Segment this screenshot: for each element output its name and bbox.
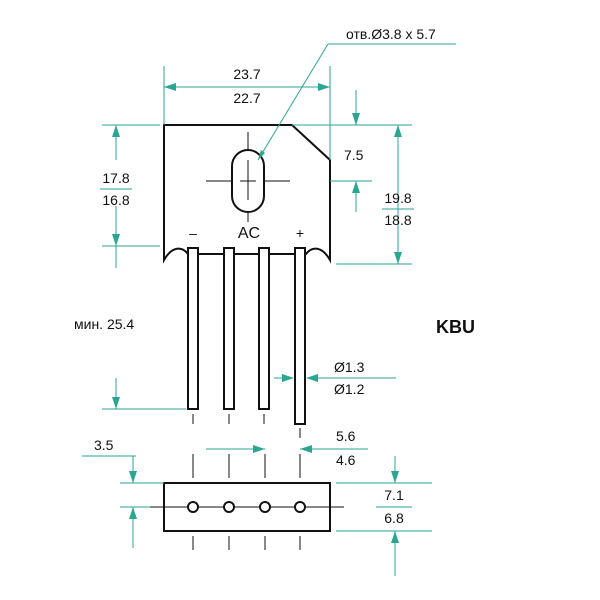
left-height-dimension: [102, 124, 160, 268]
pitch-min: 4.6: [336, 452, 356, 468]
depth-dimension: [336, 456, 432, 576]
lead-length-dimension: [102, 378, 186, 410]
width-dimension: [163, 66, 331, 160]
pitch-max: 5.6: [336, 428, 356, 444]
pin-minus-label: –: [189, 225, 197, 241]
package-name: KBU: [436, 317, 475, 337]
lead-diameter-min: Ø1.2: [334, 381, 365, 397]
bottom-pin-1: [187, 501, 199, 513]
pin-plus-label: +: [296, 225, 304, 241]
right-height-min: 18.8: [384, 212, 411, 228]
edge-offset-value: 3.5: [94, 437, 114, 453]
pitch-dimension: [206, 445, 368, 453]
hole-label: отв.Ø3.8 х 5.7: [346, 26, 436, 42]
chamfer-dimension: [292, 90, 372, 212]
chamfer-value: 7.5: [344, 147, 364, 163]
depth-max: 7.1: [384, 487, 404, 503]
lead-ac-1: [223, 247, 235, 410]
width-min: 22.7: [233, 90, 260, 106]
lead-minus: [187, 247, 199, 410]
hole-leader: [257, 43, 456, 161]
left-height-max: 17.8: [102, 170, 129, 186]
right-height-dimension: [336, 124, 412, 265]
edge-offset-dimension: [82, 455, 164, 548]
lead-plus: [294, 247, 306, 425]
hole-centerlines: [206, 132, 290, 222]
bottom-pin-2: [223, 501, 235, 513]
lead-length-label: мин. 25.4: [74, 316, 134, 332]
left-height-min: 16.8: [102, 192, 129, 208]
lead-centerlines: [192, 414, 301, 438]
right-height-max: 19.8: [384, 190, 411, 206]
lead-diameter-max: Ø1.3: [334, 359, 365, 375]
bottom-pin-centerlines: [192, 454, 301, 550]
lead-ac-2: [258, 247, 270, 410]
bottom-pin-3: [259, 501, 271, 513]
depth-min: 6.8: [384, 510, 404, 526]
width-max: 23.7: [233, 66, 260, 82]
pin-ac-label: AC: [238, 225, 260, 242]
lead-diameter-dimension: [274, 374, 396, 382]
bottom-pin-4: [294, 501, 306, 513]
